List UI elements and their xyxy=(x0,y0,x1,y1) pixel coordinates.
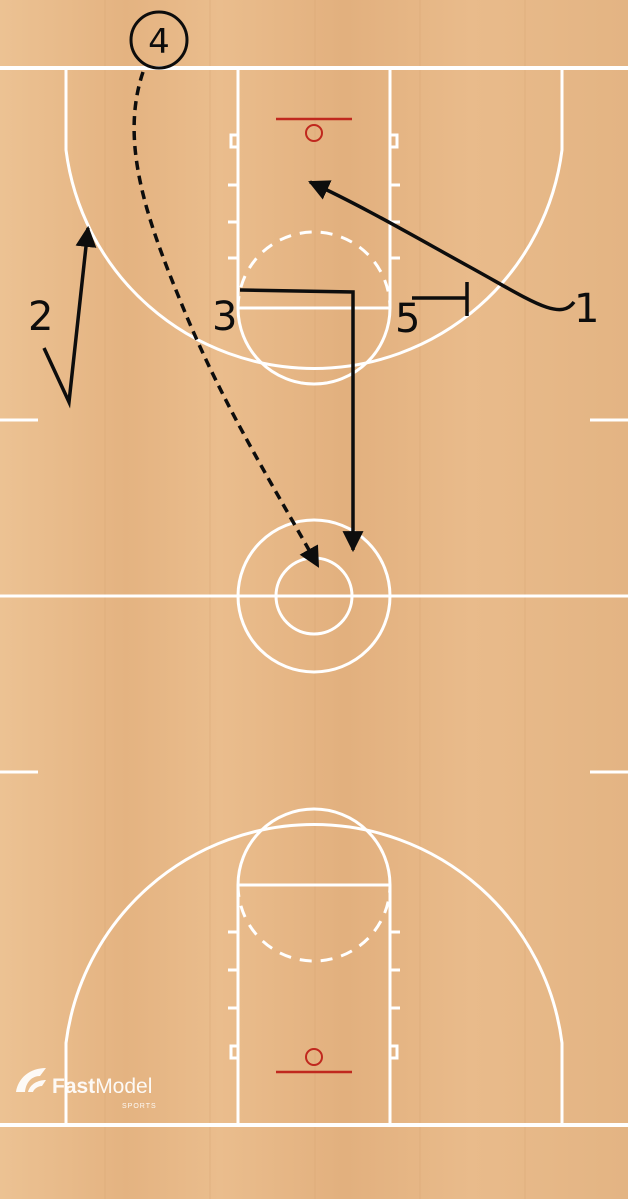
fastmodel-brand-bold: Fast xyxy=(52,1075,95,1098)
bottom-ft-circle-upper xyxy=(236,807,392,886)
top-ft-circle-lower xyxy=(236,307,392,386)
player-3-label: 3 xyxy=(212,294,237,340)
fastmodel-logo-icon xyxy=(16,1068,46,1092)
player-4-label: 4 xyxy=(148,22,170,62)
fastmodel-brand-sub: SPORTS xyxy=(122,1103,157,1110)
player-2-label: 2 xyxy=(28,294,53,340)
bottom-lane-marks xyxy=(228,930,400,1060)
top-basket xyxy=(276,117,352,142)
cut-path-player-3 xyxy=(239,288,364,553)
top-three-point-arc xyxy=(64,68,564,370)
play-actions xyxy=(42,71,576,568)
bottom-basket xyxy=(276,1048,352,1074)
v-cut-path-player-2 xyxy=(42,225,97,409)
svg-text:FastModel: FastModel xyxy=(52,1075,152,1098)
player-5-label: 5 xyxy=(395,296,420,342)
top-lane-marks xyxy=(228,133,400,260)
fastmodel-brand-light: Model xyxy=(95,1075,152,1098)
wood-grain xyxy=(104,0,526,1199)
court-lines xyxy=(0,66,628,1127)
fastmodel-logo: FastModel SPORTS xyxy=(16,1068,157,1110)
center-circle-outer xyxy=(236,518,392,674)
cut-path-player-1 xyxy=(308,180,576,312)
player-4-marker: 4 xyxy=(129,10,189,70)
player-1-label: 1 xyxy=(574,286,599,332)
bottom-three-point-arc xyxy=(64,823,564,1125)
